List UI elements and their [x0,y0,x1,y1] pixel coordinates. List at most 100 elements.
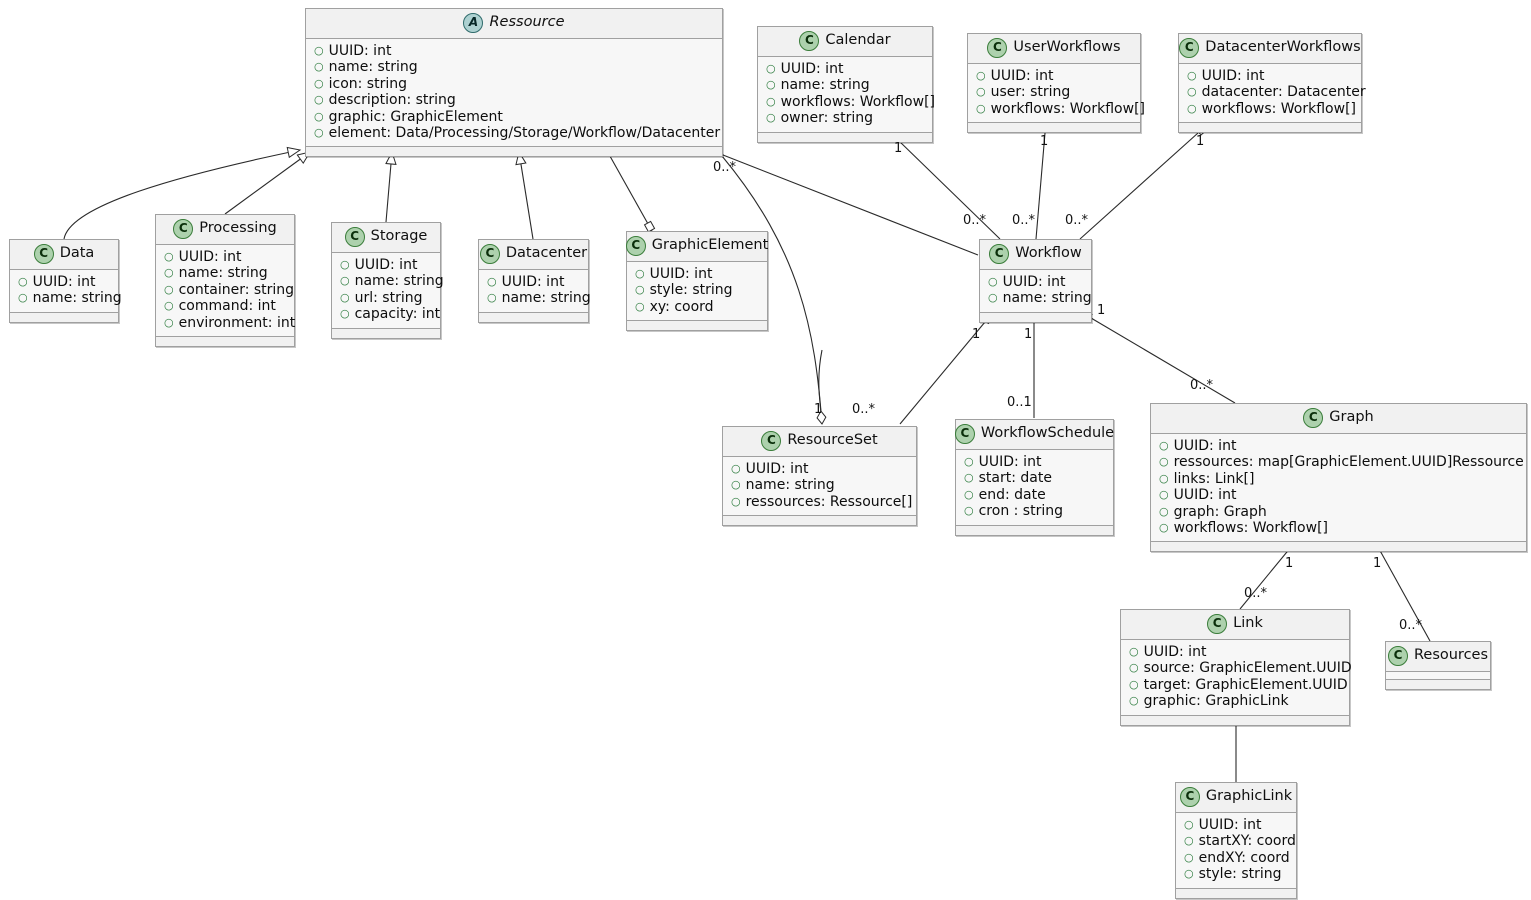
attribute-label: UUID: int [1201,68,1265,84]
public-visibility-icon: ○ [964,487,974,501]
attribute-label: start: date [978,470,1052,487]
public-visibility-icon: ○ [1187,85,1197,99]
attribute-label: UUID: int [745,461,809,477]
class-name-storage: Storage [370,228,428,245]
attribute-row: ○UUID: int [988,274,1085,290]
class-methods-compartment [627,321,767,331]
class-stereotype-icon: C [33,244,54,264]
attribute-row: ○graphic: GraphicLink [1129,693,1343,709]
multiplicity-label-m-graph-0n: 0..* [1190,378,1214,393]
attribute-row: ○workflows: Workflow[] [1159,520,1520,536]
public-visibility-icon: ○ [976,85,986,99]
multiplicity-label-m-rs-0n: 0..* [852,402,876,417]
public-visibility-icon: ○ [340,290,350,304]
attribute-row: ○target: GraphicElement.UUID [1129,677,1348,693]
multiplicity-label-m-ressource-right: 0..* [713,160,737,175]
class-name-ressource: Ressource [489,14,565,31]
attribute-row: ○name: string [731,477,910,493]
class-attributes-ressource: ○UUID: int○name: string○icon: string○des… [306,39,722,148]
attribute-label: style: string [1198,866,1282,883]
public-visibility-icon: ○ [1129,677,1139,691]
attribute-row: ○ UUID: int [731,461,910,477]
class-box-storage[interactable]: C Storage ○UUID: int○name: string○url: str… [331,222,444,339]
class-name-workflowschedule: WorkflowSchedule [980,425,1115,442]
attribute-row: ○container: string [164,282,294,298]
public-visibility-icon: ○ [1129,694,1139,708]
public-visibility-icon: ○ [314,109,324,123]
public-visibility-icon: ○ [314,126,324,140]
class-attributes-link: ○ UUID: int○source: GraphicElement.UUID○t… [1121,640,1352,716]
attribute-row: ○UUID: int [1184,817,1290,833]
attribute-label: UUID: int [32,274,96,290]
attribute-row: ○environment: int [164,315,295,331]
public-visibility-icon: ○ [1187,69,1197,82]
attribute-label: UUID: int [990,68,1054,84]
attribute-row: ○source: GraphicElement.UUID [1129,660,1352,676]
attribute-label: UUID: int [1002,274,1066,290]
attribute-row: ○UUID: int [18,274,112,290]
public-visibility-icon: ○ [164,250,174,263]
public-visibility-icon: ○ [164,315,174,329]
public-visibility-icon: ○ [766,111,776,125]
attribute-row: ○description: string [314,92,716,108]
attribute-row: ○UUID: int [635,266,761,282]
class-methods-compartment [968,123,1140,133]
attribute-row: ○graphic: GraphicElement [314,109,716,125]
class-stereotype-icon: C [344,227,365,247]
attribute-row: ○ UUID: int [1187,68,1355,84]
public-visibility-icon: ○ [731,462,741,475]
class-stereotype-icon: C [954,424,975,444]
attribute-row: ○ owner: string [766,110,926,126]
class-methods-compartment [156,337,294,347]
attribute-label: name: string [1002,290,1092,307]
public-visibility-icon: ○ [487,275,497,288]
attribute-row: ○ endXY: coord [1184,850,1290,866]
attribute-row: ○name: string [314,59,716,75]
public-visibility-icon: ○ [964,455,974,468]
multiplicity-label-m-wf-sched-1: 1 [1024,327,1033,342]
attribute-row: ○element: Data/Processing/Storage/Workfl… [314,125,720,141]
public-visibility-icon: ○ [340,274,350,288]
attribute-label: endXY: coord [1198,849,1290,866]
class-attributes-storage: ○UUID: int○name: string○url: string○capa… [332,253,444,329]
multiplicity-label-m-wf-rs-1: 1 [972,327,981,342]
class-stereotype-icon: C [1387,646,1408,666]
attribute-label: cron : string [978,503,1063,520]
public-visibility-icon: ○ [340,307,350,321]
attribute-row: ○UUID: int [487,274,582,290]
attribute-row: ○UUID: int [1159,487,1520,503]
public-visibility-icon: ○ [1184,850,1194,864]
attribute-label: name: string [780,77,870,94]
public-visibility-icon: ○ [340,258,350,271]
attribute-label: datacenter: Datacenter [1201,84,1366,101]
public-visibility-icon: ○ [1129,661,1139,675]
class-methods-compartment [758,132,932,142]
attribute-label: name: string [32,290,122,307]
attribute-row: ○url: string [340,290,434,306]
attribute-label: owner: string [780,110,873,127]
attribute-row: ○UUID: int [164,249,288,265]
class-attributes-resourceset: ○UUID: int○name: string○ressources: Ress… [723,457,916,517]
attribute-label: UUID: int [1143,644,1207,660]
